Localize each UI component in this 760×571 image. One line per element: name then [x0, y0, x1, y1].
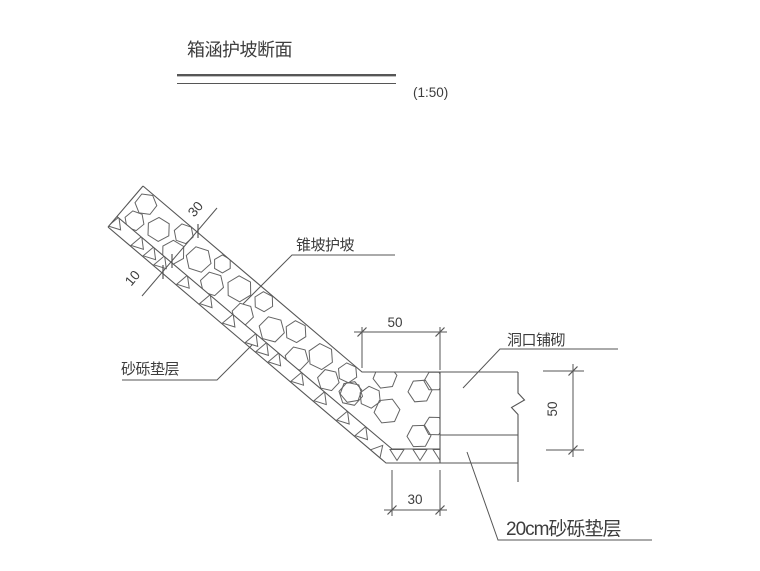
hexagon-stone [147, 216, 170, 242]
portal-paving-leader [462, 348, 618, 389]
base-cushion-label: 20cm砂砾垫层 [506, 518, 620, 540]
hexagon-stone [308, 343, 333, 371]
triangle-gravel [289, 371, 305, 386]
triangle-gravel [312, 390, 327, 406]
hexagon-stone [185, 246, 212, 273]
gravel-cushion-hatch [108, 216, 440, 462]
hexagon-stone [407, 379, 433, 403]
hexagon-stone [254, 291, 274, 313]
triangle-gravel [175, 274, 190, 289]
hexagon-stone [339, 381, 363, 403]
dim-cushion-layer-thickness: 10 [122, 268, 143, 289]
slope-top-edge [142, 185, 518, 373]
hexagon-stone [406, 424, 432, 448]
hexagon-stone [214, 254, 231, 274]
dim-paving-depth: 50 [545, 401, 560, 416]
hexagon-stone [338, 381, 364, 406]
drawing-scale: (1:50) [413, 85, 448, 100]
portal-paving-label: 洞口铺砌 [507, 332, 565, 349]
hexagon-stone [227, 275, 252, 303]
hexagon-stone [124, 210, 145, 232]
slope-cushion-leader [122, 344, 253, 381]
hexagon-stone [372, 365, 398, 389]
slope-protection-label: 锥坡护坡 [296, 237, 355, 254]
dimension-lines [141, 207, 584, 516]
triangle-gravel [368, 444, 384, 460]
triangle-gravel [335, 410, 350, 425]
hexagon-stone [231, 302, 254, 326]
hexagon-stone [162, 239, 185, 265]
triangle-gravel [389, 449, 405, 462]
triangle-gravel [129, 235, 144, 251]
triangle-gravel [152, 254, 167, 270]
triangle-gravel [244, 332, 259, 348]
triangle-gravel [353, 425, 369, 441]
slope-protection-leader [242, 254, 395, 305]
hexagon-stone [284, 346, 309, 371]
hexagon-stone [317, 369, 340, 392]
hexagon-stone [423, 416, 440, 436]
break-line [510, 372, 526, 482]
slope-bottom-edge [107, 226, 518, 464]
slope-cushion-label: 砂砾垫层 [121, 361, 180, 378]
base-cushion-leader [466, 451, 652, 541]
layer-boundary-line [116, 216, 440, 450]
drawing-title: 箱涵护坡断面 [187, 40, 292, 60]
hexagon-stone [337, 362, 358, 384]
triangle-gravel [267, 351, 282, 367]
hexagon-stone [359, 385, 381, 409]
triangle-gravel [254, 341, 269, 357]
leader-lines [122, 254, 652, 541]
triangle-gravel [432, 449, 440, 462]
hexagon-stone [285, 320, 307, 344]
hexagon-stone [373, 398, 401, 424]
dim-paving-top-width: 50 [387, 315, 402, 330]
triangle-gravel [221, 313, 236, 328]
dim-slope-layer-thickness: 30 [185, 199, 206, 220]
triangle-gravel [412, 449, 428, 462]
section-outline [107, 185, 526, 482]
hexagon-stone [423, 371, 440, 391]
triangle-gravel [108, 216, 122, 231]
band-end-cut [107, 185, 144, 228]
triangle-gravel [142, 245, 157, 261]
hexagon-stone [258, 316, 285, 343]
triangle-gravel [198, 293, 213, 309]
hexagon-stone [199, 271, 225, 297]
dim-toe-width: 30 [407, 492, 422, 507]
hexagon-stone [173, 223, 194, 245]
hexagon-stone [134, 193, 158, 215]
